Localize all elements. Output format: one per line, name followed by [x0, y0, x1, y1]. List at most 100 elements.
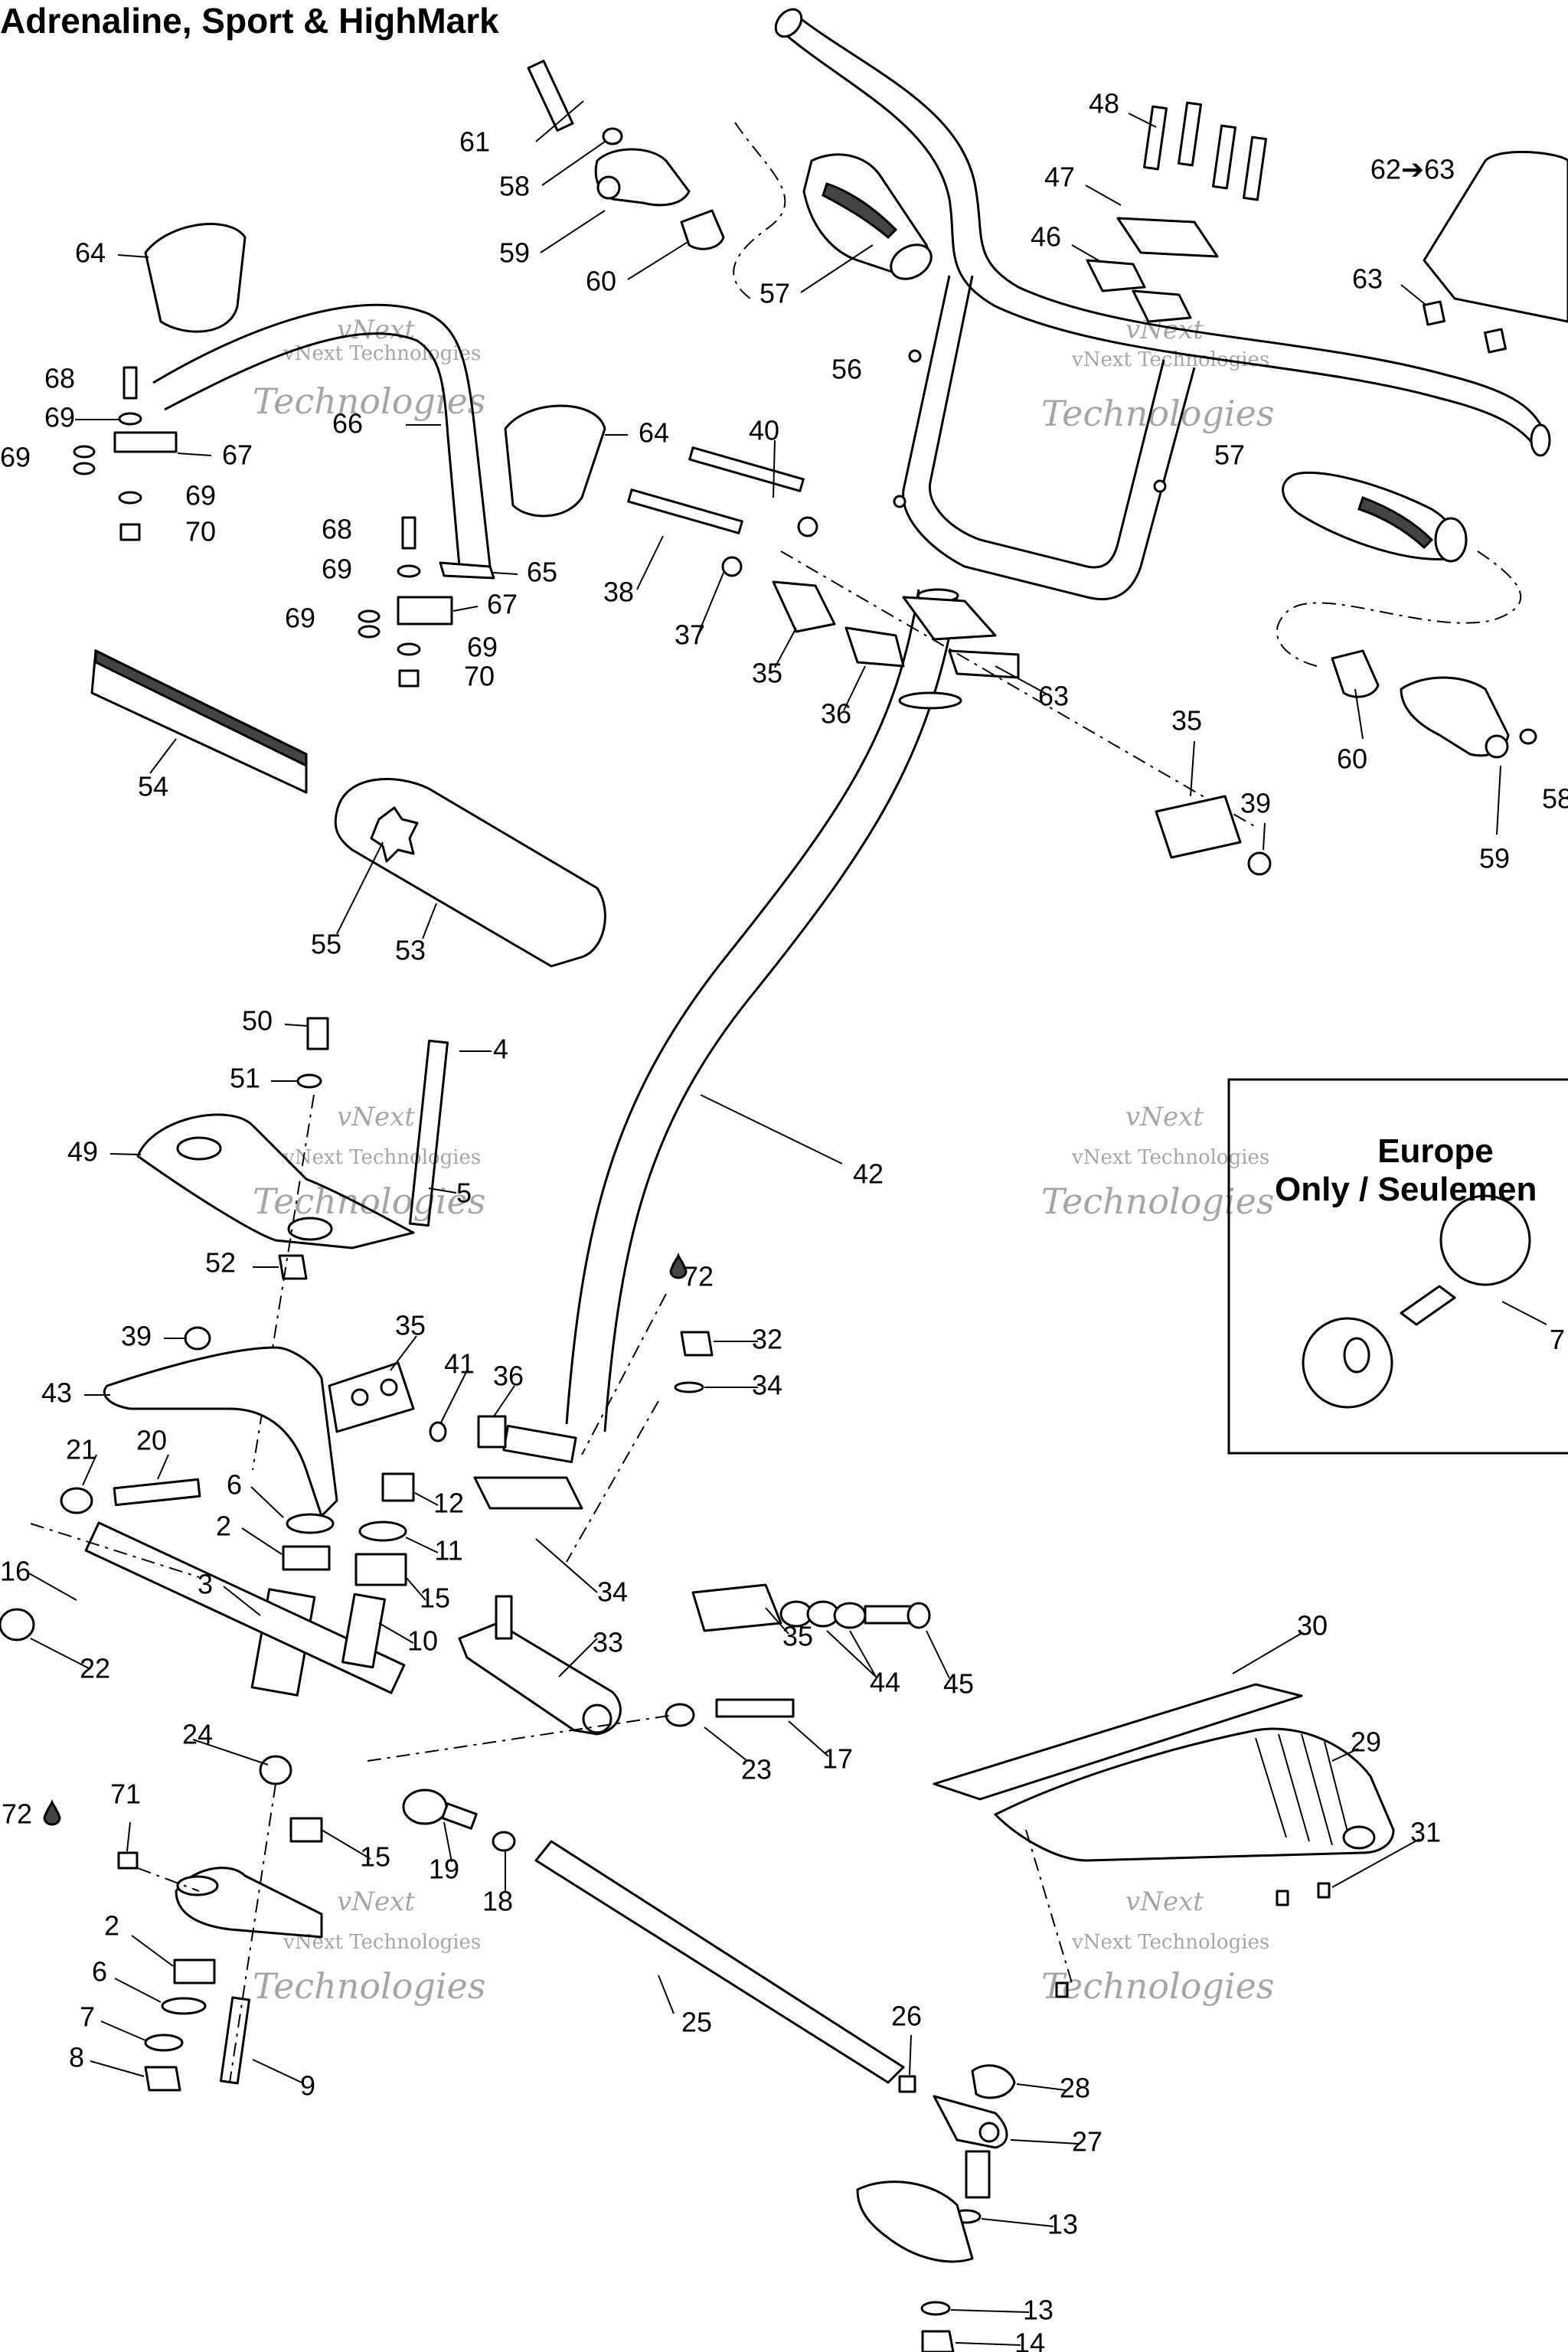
svg-text:vNext: vNext: [337, 1102, 415, 1132]
small-fasteners-left: [73, 366, 421, 688]
steering-pad-top: [1400, 150, 1568, 354]
callout-39: 39: [121, 1321, 152, 1352]
callout-15: 15: [420, 1583, 450, 1614]
watermark-3: vNext vNext Technologies Technologies: [253, 1102, 485, 1222]
callout-52: 52: [205, 1247, 236, 1279]
callout-58: 58: [499, 171, 530, 202]
callout-51: 51: [230, 1063, 260, 1094]
callout-15: 15: [360, 1841, 390, 1873]
callout-65: 65: [527, 557, 557, 588]
upper-support-bracket: [109, 1017, 492, 1471]
svg-text:vNext Technologies: vNext Technologies: [283, 342, 481, 365]
callout-58: 58: [1542, 783, 1568, 815]
grease-fitting-upper: [566, 1252, 758, 1563]
watermark-6: vNext vNext Technologies Technologies: [1041, 1886, 1274, 2007]
callout-11: 11: [434, 1535, 462, 1566]
svg-text:vNext: vNext: [337, 315, 415, 345]
callout-10: 10: [407, 1625, 438, 1657]
callout-14: 14: [1014, 2328, 1045, 2352]
callout-24: 24: [182, 1719, 213, 1750]
pivot-hardware: [0, 1454, 439, 1697]
callout-34: 34: [597, 1576, 628, 1608]
steering-boot: [933, 1632, 1420, 1998]
callout-67: 67: [222, 439, 253, 471]
callout-2: 2: [216, 1511, 231, 1542]
callout-27: 27: [1072, 2126, 1102, 2158]
callout-17: 17: [822, 1743, 853, 1775]
callout-34: 34: [752, 1370, 782, 1401]
callout-25: 25: [681, 2007, 712, 2038]
handlebar-pad: [90, 648, 606, 968]
callout-60: 60: [586, 266, 616, 297]
inset-callout: 7: [1550, 1324, 1565, 1355]
callout-69: 69: [0, 442, 31, 473]
callout-29: 29: [1351, 1726, 1381, 1758]
callout-19: 19: [429, 1854, 459, 1885]
callout-66: 66: [332, 408, 363, 439]
callout-28: 28: [1060, 2073, 1090, 2104]
handlebar: [774, 8, 1551, 601]
callout-56: 56: [831, 354, 862, 385]
callout-44: 44: [870, 1667, 900, 1698]
callout-4: 4: [493, 1034, 508, 1065]
callout-68: 68: [322, 514, 352, 545]
callout-57: 57: [760, 278, 790, 309]
drag-link-assembly: [367, 1538, 950, 1762]
callout-59: 59: [1479, 843, 1510, 874]
callout-23: 23: [741, 1754, 772, 1785]
callout-40: 40: [749, 415, 779, 446]
callout-69: 69: [44, 402, 75, 433]
callout-50: 50: [242, 1005, 273, 1037]
callout-68: 68: [44, 363, 75, 394]
callout-33: 33: [593, 1627, 623, 1658]
grip-left: [733, 122, 933, 299]
callout-54: 54: [138, 771, 168, 802]
callout-16: 16: [0, 1556, 31, 1587]
watermark-4: vNext vNext Technologies Technologies: [1041, 1102, 1274, 1222]
callout-35: 35: [1171, 705, 1202, 737]
svg-text:Technologies: Technologies: [1041, 393, 1274, 434]
lower-steering-parts: [84, 1326, 515, 1517]
callout-7: 7: [80, 2001, 95, 2033]
callout-70: 70: [185, 516, 216, 547]
callout-62➔63: 62➔63: [1370, 154, 1455, 185]
svg-text:Technologies: Technologies: [253, 381, 485, 422]
callout-49: 49: [67, 1136, 98, 1168]
callout-32: 32: [752, 1324, 782, 1355]
svg-text:vNext: vNext: [1125, 1886, 1204, 1917]
riser-clamp-right: [1155, 740, 1272, 876]
callout-39: 39: [1240, 788, 1271, 819]
callout-69: 69: [285, 603, 315, 634]
callout-72: 72: [683, 1261, 714, 1292]
callout-31: 31: [1410, 1817, 1441, 1848]
callout-70: 70: [464, 661, 495, 692]
callout-36: 36: [821, 698, 851, 730]
watermark-2: vNext vNext Technologies Technologies: [1041, 315, 1274, 434]
callout-18: 18: [482, 1886, 513, 1917]
svg-text:vNext Technologies: vNext Technologies: [1071, 1931, 1269, 1954]
bar-end-left: [527, 60, 874, 293]
steering-column: [473, 588, 959, 1510]
callout-8: 8: [69, 2042, 84, 2073]
inset-title-line2: Only / Seulemen: [1275, 1171, 1537, 1208]
svg-text:vNext: vNext: [1125, 1102, 1204, 1132]
callout-69: 69: [322, 554, 352, 585]
svg-text:vNext Technologies: vNext Technologies: [283, 1931, 481, 1954]
callout-59: 59: [499, 237, 530, 269]
callout-6: 6: [227, 1469, 242, 1501]
callout-6: 6: [92, 1956, 107, 1988]
callout-13: 13: [1023, 2295, 1054, 2326]
callout-53: 53: [395, 935, 426, 966]
callout-57: 57: [1214, 439, 1245, 471]
tie-rod: [534, 1840, 1079, 2352]
callout-60: 60: [1337, 743, 1367, 775]
svg-text:vNext Technologies: vNext Technologies: [1071, 348, 1269, 371]
callout-69: 69: [185, 480, 216, 511]
callout-35: 35: [782, 1621, 813, 1652]
svg-text:Technologies: Technologies: [253, 1965, 485, 2007]
svg-text:vNext: vNext: [1125, 315, 1204, 345]
callout-26: 26: [891, 2001, 922, 2032]
callout-20: 20: [136, 1425, 167, 1456]
